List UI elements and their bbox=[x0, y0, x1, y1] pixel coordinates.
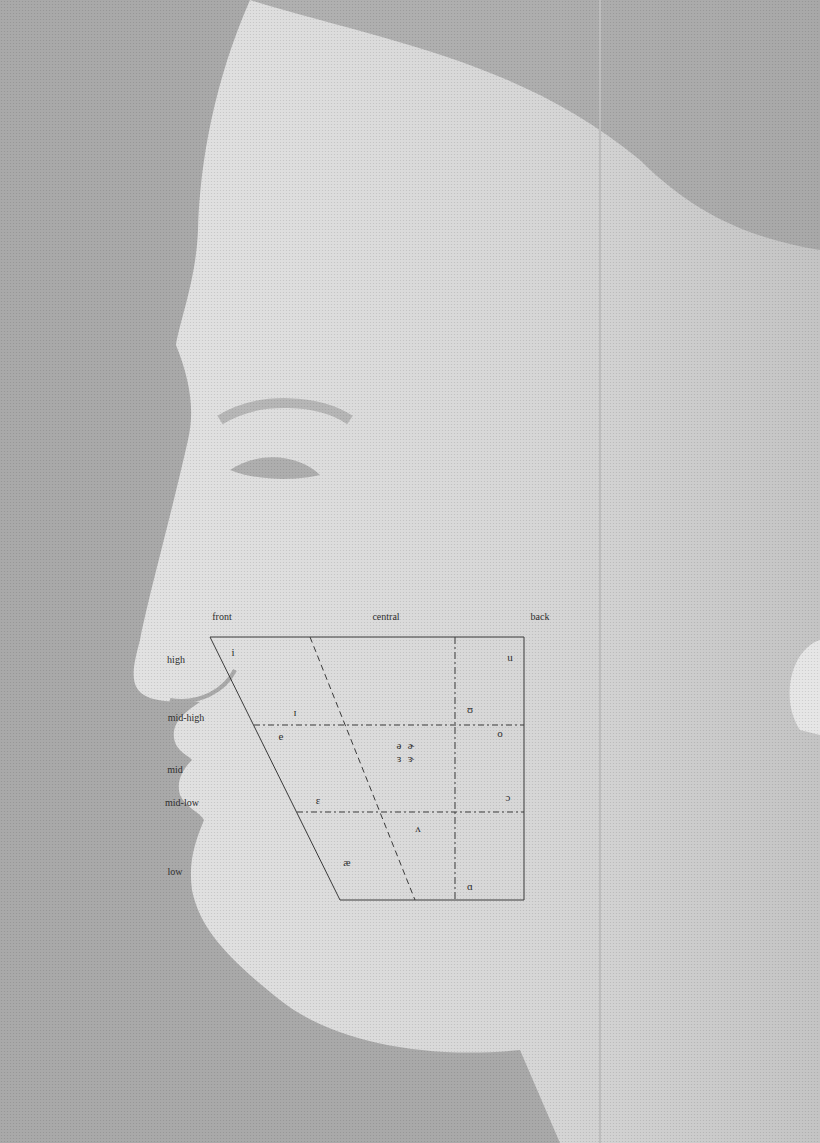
axis-label: mid-high bbox=[168, 713, 205, 723]
mid-high-line bbox=[254, 725, 524, 726]
vowel-symbol: ɪ bbox=[293, 707, 296, 718]
axis-label: mid bbox=[167, 765, 183, 775]
vowel-symbol: ʌ bbox=[415, 823, 421, 834]
vowel-symbol: ɑ bbox=[467, 881, 473, 892]
central-divider bbox=[310, 637, 415, 900]
axis-label: central bbox=[372, 612, 399, 622]
mid-low-line bbox=[297, 812, 524, 813]
axis-label: mid-low bbox=[165, 798, 199, 808]
vowel-symbol: ɔ bbox=[506, 792, 511, 803]
vowel-symbol: o bbox=[497, 728, 503, 739]
vowel-symbol: i bbox=[231, 647, 234, 658]
back-divider bbox=[455, 637, 456, 900]
vowel-symbol: ʊ bbox=[467, 704, 473, 715]
vowel-symbol: ɛ bbox=[316, 795, 321, 806]
vowel-symbol: æ bbox=[343, 857, 350, 868]
axis-label: low bbox=[168, 867, 183, 877]
axis-label: front bbox=[212, 612, 231, 622]
axis-label: high bbox=[167, 655, 185, 665]
vowel-symbol: ɜ bbox=[397, 753, 402, 764]
vowel-symbol: ɚ bbox=[408, 740, 415, 751]
vowel-chart bbox=[210, 637, 524, 900]
axis-label: back bbox=[531, 612, 550, 622]
vowel-symbol: u bbox=[507, 652, 513, 663]
vowel-symbol: ə bbox=[397, 740, 402, 751]
vowel-symbol: e bbox=[279, 731, 284, 742]
vowel-symbol: ɝ bbox=[408, 753, 414, 764]
chart-outline bbox=[210, 637, 524, 900]
